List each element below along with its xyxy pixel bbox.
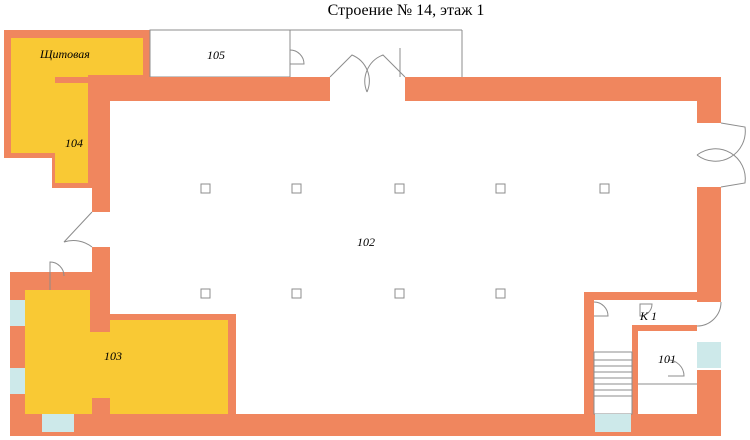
column-marker-icon [291,183,302,194]
stairs-well [593,351,633,415]
room-103-fill[interactable] [25,290,228,414]
column-marker-icon [394,183,405,194]
window-103-bottom [42,414,74,432]
door-main-top-right-icon[interactable] [364,54,406,93]
wall-top-left [92,77,330,101]
door-main-left-icon[interactable] [63,211,93,248]
window-103-left-bottom [10,368,25,394]
column-marker-icon [291,288,302,299]
window-101 [697,342,721,368]
k1-partition [638,325,697,331]
room-shchitovaya-fill[interactable] [11,38,143,183]
column-marker-icon [599,183,610,194]
door-main-right-bottom-icon[interactable] [696,148,746,188]
door-stairs-icon[interactable] [593,301,609,317]
stairs-icon [594,359,632,397]
columns [200,183,610,299]
column-marker-icon [200,288,211,299]
label-shchitovaya: Щитовая [39,47,90,61]
door-101-icon[interactable] [667,359,685,377]
main-walls [10,77,721,436]
label-101: 101 [658,352,676,366]
door-103-icon[interactable] [49,261,65,290]
utility-block [4,30,150,188]
column-marker-icon [495,183,506,194]
plan-title: Строение № 14, этаж 1 [327,2,485,19]
door-exit-right-icon[interactable] [696,301,722,327]
column-marker-icon [394,288,405,299]
stair-block-wall-mid [632,325,638,436]
column-marker-icon [495,288,506,299]
label-k1: К 1 [639,309,657,323]
window-103-left-top [10,300,25,326]
door-main-top-left-icon[interactable] [329,54,370,93]
stair-block-wall-left [584,292,594,436]
main-doors [63,54,746,248]
room-103-block [10,261,236,436]
wall-left-upper [92,77,110,212]
wall-right-upper [697,77,721,123]
door-105-icon[interactable] [289,49,305,65]
label-103: 103 [104,349,122,363]
column-marker-icon [200,183,211,194]
wall-top-right [405,77,721,101]
stair-block-wall-top [584,292,697,300]
label-105: 105 [207,48,225,62]
window-stairs-bottom [595,414,631,432]
door-k1-icon[interactable] [639,303,653,317]
wall-right-mid [697,187,721,302]
label-104: 104 [65,136,83,150]
stair-block [584,292,722,436]
door-main-right-top-icon[interactable] [696,122,746,162]
label-102: 102 [357,235,375,249]
room-105 [149,29,463,78]
